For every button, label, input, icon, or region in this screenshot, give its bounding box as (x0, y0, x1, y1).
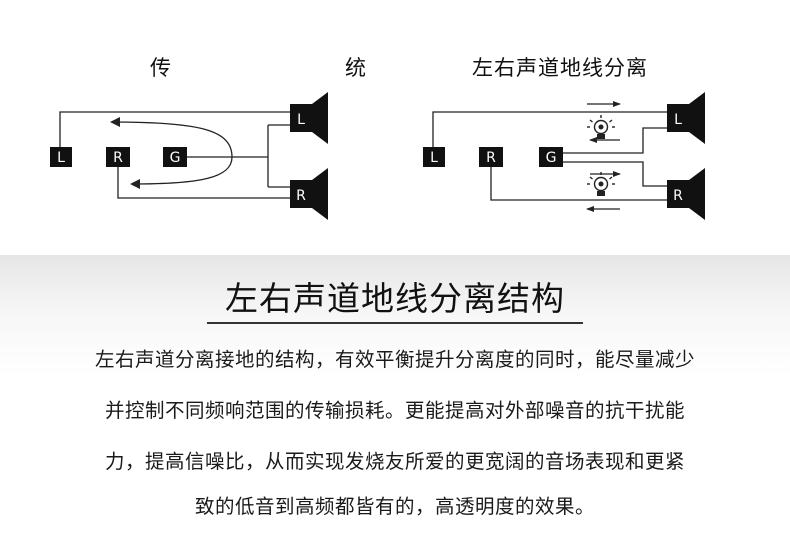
sep-channel-box-l (423, 147, 445, 167)
sep-speaker-label-l: L (674, 112, 682, 128)
sep-left-channel-wire (432, 111, 667, 147)
channel-box-l (50, 147, 72, 167)
channel-label-g: G (170, 150, 181, 166)
traditional-title: 传 统 (150, 56, 410, 80)
speaker-label-r: R (296, 188, 306, 204)
sep-channel-label-l: L (430, 150, 438, 166)
sep-ground-line-2 (563, 161, 667, 187)
sep-channel-label-g: G (546, 150, 557, 166)
channel-label-r: R (113, 150, 123, 166)
separated-diagram (432, 101, 667, 212)
separated-speaker-bottom: R (667, 168, 705, 220)
traditional-speaker-bottom: R (290, 168, 328, 220)
paragraph-line-2: 并控制不同频响范围的传输损耗。更能提高对外部噪音的抗干扰能 (104, 399, 685, 422)
channel-label-l: L (57, 150, 65, 166)
sep-ground-line-1 (563, 127, 667, 154)
section-heading: 左右声道地线分离结构 (225, 279, 565, 318)
paragraph-line-4: 致的低音到高频都皆有的，高透明度的效果。 (194, 495, 595, 518)
paragraph-line-1: 左右声道分离接地的结构，有效平衡提升分离度的同时，能尽量减少 (94, 348, 695, 371)
heading-underline (207, 322, 583, 324)
sep-channel-box-r (479, 147, 503, 167)
diagram-panel: 传 统 左右声道地线分离 (0, 0, 790, 255)
traditional-channel-labels: L R G (50, 147, 187, 167)
lightbulb-icon (587, 115, 615, 139)
traditional-speaker-top: L (290, 92, 328, 144)
speaker-label-l: L (297, 112, 305, 128)
channel-box-r (106, 147, 130, 167)
sep-channel-box-g (539, 147, 563, 167)
traditional-diagram (59, 111, 290, 199)
separated-ground-title: 左右声道地线分离 (472, 56, 648, 80)
loop-arrow-bottom (130, 156, 233, 189)
right-channel-wire (117, 167, 290, 199)
separated-speaker-top: L (667, 92, 705, 144)
lightbulb-icon (587, 172, 615, 196)
sep-right-channel-wire (490, 167, 667, 201)
channel-box-g (163, 147, 187, 167)
loop-arrow-top (110, 117, 233, 158)
left-channel-wire (59, 111, 290, 147)
wiring-diagrams: L R G L R (50, 92, 705, 220)
separated-channel-labels: L R G (423, 147, 563, 167)
paragraph-line-3: 力，提高信噪比，从而实现发烧友所爱的更宽阔的音场表现和更紧 (104, 450, 685, 473)
sep-speaker-label-r: R (673, 188, 683, 204)
description-panel (0, 255, 790, 545)
sep-channel-label-r: R (486, 150, 496, 166)
